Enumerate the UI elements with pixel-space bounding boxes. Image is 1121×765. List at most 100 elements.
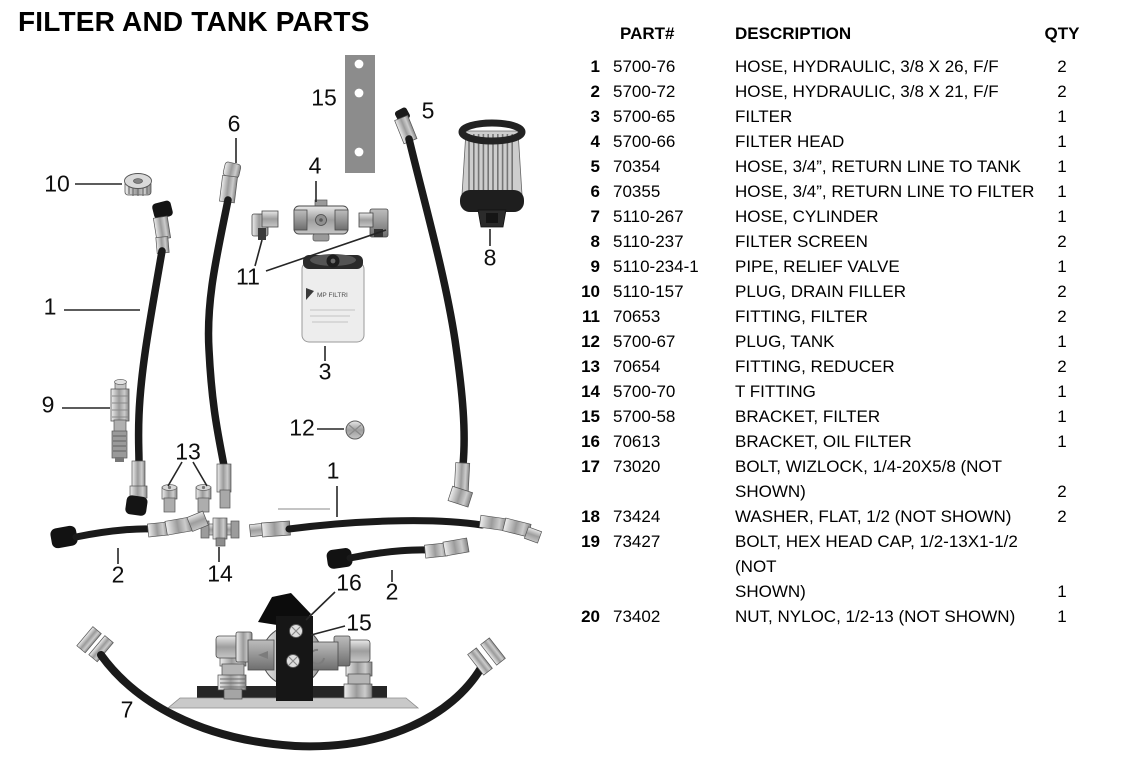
hose-6 (204, 161, 242, 509)
reducer-fittings-13 (161, 484, 212, 513)
part-description: HOSE, CYLINDER (735, 207, 879, 226)
part-description: HOSE, HYDRAULIC, 3/8 X 26, F/F (735, 57, 999, 76)
part-description: PLUG, DRAIN FILLER (735, 282, 906, 301)
part-number: 5110-234-1 (613, 257, 699, 276)
header-description: DESCRIPTION (735, 24, 852, 43)
part-number: 73020 (613, 457, 661, 476)
part-number: 5700-72 (613, 82, 676, 101)
page-title: FILTER AND TANK PARTS (18, 6, 370, 37)
part-description: HOSE, 3/4”, RETURN LINE TO TANK (735, 157, 1021, 176)
part-number: 70355 (613, 182, 661, 201)
part-number: 73402 (613, 607, 661, 626)
callout-10: 10 (44, 170, 70, 197)
part-description: BRACKET, FILTER (735, 407, 881, 426)
header-part-number: PART# (620, 24, 675, 43)
part-number: 70653 (613, 307, 661, 326)
filter-head-4 (293, 199, 349, 242)
callout-15-top: 15 (311, 84, 337, 111)
part-number: 5700-67 (613, 332, 676, 351)
part-description: FITTING, FILTER (735, 307, 868, 326)
callout-4: 4 (308, 152, 322, 179)
filter-screen-8 (458, 119, 526, 228)
part-qty: 1 (1057, 107, 1067, 126)
row-number: 7 (590, 207, 600, 226)
callout-6: 6 (227, 110, 241, 137)
part-description: NUT, NYLOC, 1/2-13 (NOT SHOWN) (735, 607, 1016, 626)
part-number: 5700-65 (613, 107, 676, 126)
part-qty: 1 (1057, 132, 1067, 151)
table-row: 7 5110-267 HOSE, CYLINDER 1 (570, 204, 1118, 229)
part-qty: 1 (1057, 382, 1067, 401)
callout-9: 9 (41, 391, 55, 418)
part-description: FILTER SCREEN (735, 232, 868, 251)
part-description: HOSE, HYDRAULIC, 3/8 X 21, F/F (735, 82, 999, 101)
callout-11: 11 (236, 263, 260, 290)
row-number: 12 (581, 332, 600, 351)
part-number: 5110-237 (613, 232, 684, 251)
part-number: 5110-157 (613, 282, 684, 301)
callout-13: 13 (175, 438, 201, 465)
part-qty: 1 (1057, 332, 1067, 351)
hose-7 (76, 626, 506, 751)
part-qty: 2 (1057, 357, 1067, 376)
part-qty: 2 (1057, 282, 1067, 301)
callout-8: 8 (483, 244, 497, 271)
hose-2-left (50, 510, 209, 549)
parts-table-body: 1 5700-76 HOSE, HYDRAULIC, 3/8 X 26, F/F 2 2… (570, 54, 1118, 629)
row-number: 14 (581, 382, 600, 401)
part-qty: 2 (1057, 57, 1067, 76)
part-description: T FITTING (735, 382, 816, 401)
part-description: PLUG, TANK (735, 332, 835, 351)
callout-7: 7 (120, 696, 134, 723)
filter-brand-label: MP FILTRI (317, 292, 348, 299)
part-description: FILTER (735, 107, 793, 126)
callout-1-right: 1 (326, 457, 340, 484)
row-number: 6 (590, 182, 600, 201)
part-number: 70654 (613, 357, 661, 376)
header-spacer (570, 21, 600, 46)
part-description: BOLT, WIZLOCK, 1/4-20X5/8 (NOT SHOWN) (735, 457, 1002, 501)
part-qty: 1 (1057, 207, 1067, 226)
part-number: 5700-70 (613, 382, 676, 401)
part-qty: 1 (1057, 432, 1067, 451)
callout-3: 3 (318, 358, 332, 385)
parts-table-header: PART# DESCRIPTION QTY (570, 21, 1118, 46)
callout-1-left: 1 (43, 293, 57, 320)
row-number: 15 (581, 407, 600, 426)
row-number: 8 (590, 232, 600, 251)
table-row: 8 5110-237 FILTER SCREEN 2 (570, 229, 1118, 254)
part-qty: 1 (1057, 257, 1067, 276)
part-number: 73427 (613, 532, 661, 551)
part-qty: 2 (1057, 307, 1067, 326)
callout-15-bottom: 15 (346, 609, 372, 636)
table-row: 12 5700-67 PLUG, TANK 1 (570, 329, 1118, 354)
part-number: 70354 (613, 157, 661, 176)
hose-1-horizontal (249, 508, 543, 544)
part-number: 5110-267 (613, 207, 684, 226)
hose-2-right (326, 537, 470, 569)
part-qty: 2 (1057, 82, 1067, 101)
row-number: 3 (590, 107, 600, 126)
drain-plug-10 (124, 173, 152, 196)
callout-5: 5 (421, 97, 435, 124)
part-number: 5700-76 (613, 57, 676, 76)
part-description: BRACKET, OIL FILTER (735, 432, 912, 451)
callout-14: 14 (207, 560, 233, 587)
hose-5 (394, 107, 474, 508)
part-description: BOLT, HEX HEAD CAP, 1/2-13X1-1/2 (NOT SH… (735, 532, 1018, 601)
row-number: 9 (590, 257, 600, 276)
part-qty: 2 (1057, 232, 1067, 251)
